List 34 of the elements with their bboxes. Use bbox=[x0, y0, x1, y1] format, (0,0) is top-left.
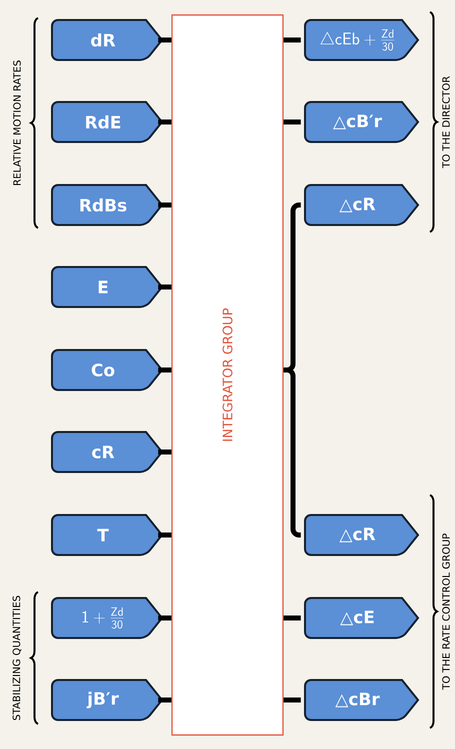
group-label: TO THE RATE CONTROL GROUP bbox=[442, 534, 450, 690]
tag-box: E bbox=[51, 266, 163, 308]
tag-box: cR bbox=[51, 431, 163, 473]
connector-line bbox=[158, 284, 172, 290]
tag-box: △cR bbox=[304, 184, 419, 226]
connector-line bbox=[284, 616, 301, 620]
connector-line bbox=[284, 120, 301, 124]
tag-box: jB′r bbox=[51, 679, 163, 721]
tag-box: RdE bbox=[51, 101, 163, 143]
group-label: STABILIZING QUANTITIES bbox=[12, 596, 22, 720]
tag-box: △cR bbox=[304, 514, 419, 556]
connector-line bbox=[158, 202, 172, 208]
group-label: RELATIVE MOTION RATES bbox=[13, 60, 21, 185]
connector-line bbox=[284, 368, 302, 538]
tag-box: △cE bbox=[304, 597, 419, 639]
connector-line bbox=[158, 368, 172, 372]
tag-box: △cBr bbox=[304, 679, 419, 721]
connector-line bbox=[158, 120, 172, 124]
connector-line bbox=[158, 616, 172, 620]
tag-box: T bbox=[51, 514, 163, 556]
tag-box: $\triangle\mathsf{cEb}+\frac{\mathsf{Zd}}{\mathsf{30}}$ bbox=[304, 19, 419, 61]
connector-line bbox=[158, 450, 172, 454]
connector-line bbox=[158, 532, 172, 538]
connector-line bbox=[158, 38, 172, 42]
tag-box: RdBs bbox=[51, 184, 163, 226]
group-label: TO THE DIRECTOR bbox=[442, 76, 450, 168]
connector-line bbox=[284, 698, 301, 702]
integrator-box: INTEGRATOR GROUP bbox=[171, 14, 284, 736]
tag-box: Co bbox=[51, 349, 163, 391]
tag-box: dR bbox=[51, 19, 163, 61]
tag-box: $\mathsf{1}+\frac{\mathsf{Zd}}{\mathsf{30}}$ bbox=[51, 597, 163, 639]
tag-box: △cB′r bbox=[304, 101, 419, 143]
connector-line bbox=[158, 698, 172, 702]
connector-line bbox=[284, 38, 301, 42]
